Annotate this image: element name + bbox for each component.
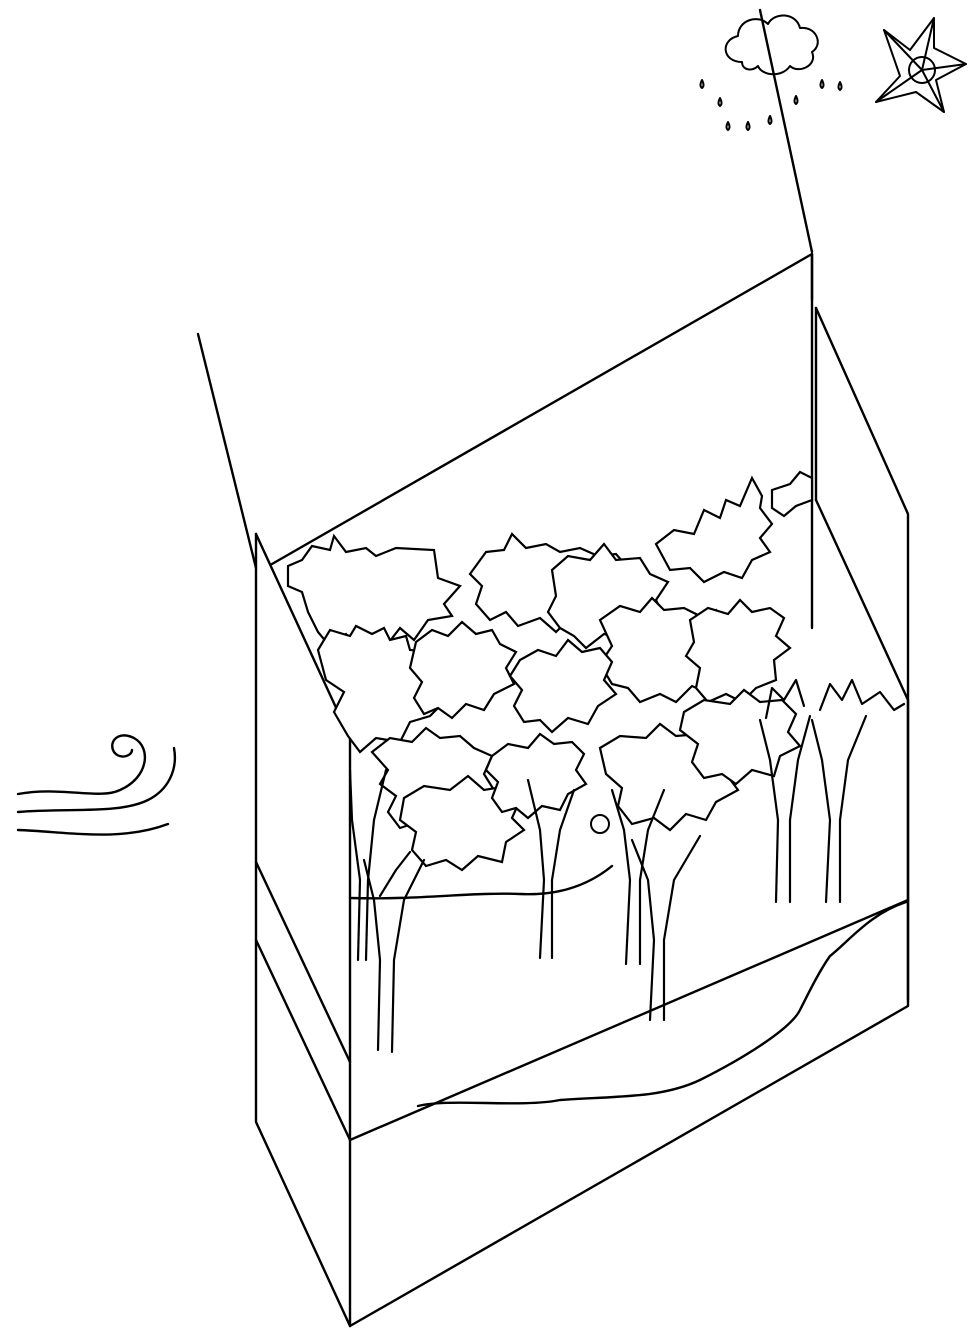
sun-icon (876, 18, 966, 112)
wind-icon (18, 735, 175, 834)
raindrops (701, 80, 842, 130)
small-animal-icon (591, 815, 609, 833)
guide-lines (198, 10, 812, 568)
forest-ecosystem-block (256, 254, 908, 1326)
tree-canopy (288, 472, 812, 870)
rain-cloud-icon (701, 15, 842, 130)
